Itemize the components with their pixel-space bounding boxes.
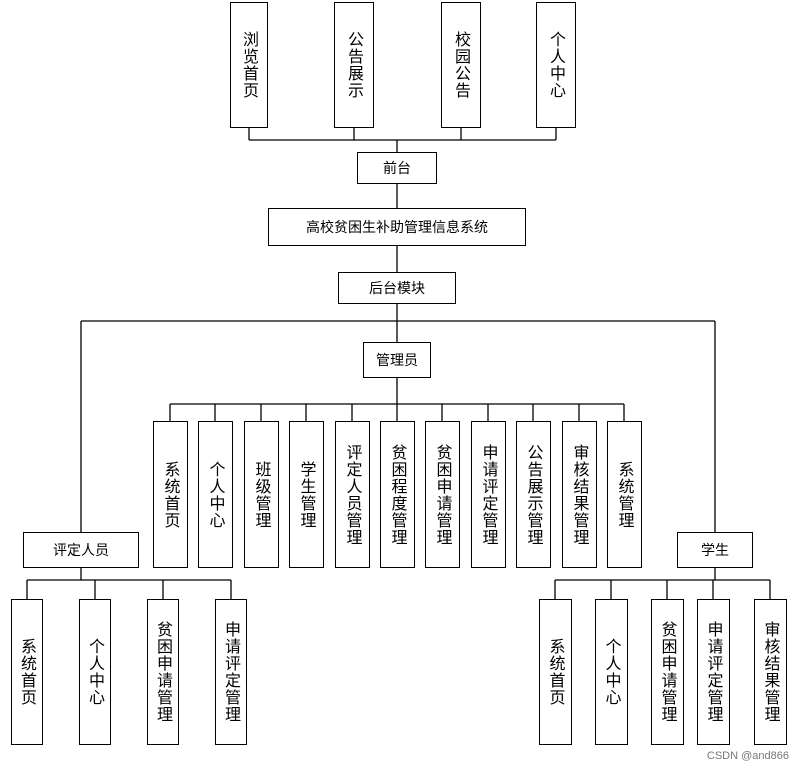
- front-item-personal-center: 个人中心: [536, 2, 576, 128]
- watermark: CSDN @and866: [706, 750, 789, 762]
- admin-item-poverty-level-management: 贫困程度管理: [380, 421, 415, 568]
- student-item-poverty-application-management: 贫困申请管理: [651, 599, 684, 745]
- evaluator-node: 评定人员: [23, 532, 139, 568]
- admin-item-notice-display-management: 公告展示管理: [516, 421, 551, 568]
- student-item-application-evaluation-management: 申请评定管理: [697, 599, 730, 745]
- front-item-browse-home: 浏览首页: [230, 2, 268, 128]
- admin-item-student-management: 学生管理: [289, 421, 324, 568]
- student-item-personal-center: 个人中心: [595, 599, 628, 745]
- admin-item-system-management: 系统管理: [607, 421, 642, 568]
- admin-node: 管理员: [363, 342, 431, 378]
- front-item-notice-display: 公告展示: [334, 2, 374, 128]
- admin-item-system-home: 系统首页: [153, 421, 188, 568]
- evaluator-item-application-evaluation-management: 申请评定管理: [215, 599, 247, 745]
- admin-item-evaluator-management: 评定人员管理: [335, 421, 370, 568]
- backend-node: 后台模块: [338, 272, 456, 304]
- admin-item-class-management: 班级管理: [244, 421, 279, 568]
- student-item-review-result-management: 审核结果管理: [754, 599, 787, 745]
- admin-item-review-result-management: 审核结果管理: [562, 421, 597, 568]
- student-item-system-home: 系统首页: [539, 599, 572, 745]
- front-item-campus-notice: 校园公告: [441, 2, 481, 128]
- evaluator-item-personal-center: 个人中心: [79, 599, 111, 745]
- evaluator-item-system-home: 系统首页: [11, 599, 43, 745]
- student-node: 学生: [677, 532, 753, 568]
- admin-item-personal-center: 个人中心: [198, 421, 233, 568]
- admin-item-application-evaluation-management: 申请评定管理: [471, 421, 506, 568]
- admin-item-poverty-application-management: 贫困申请管理: [425, 421, 460, 568]
- evaluator-item-poverty-application-management: 贫困申请管理: [147, 599, 179, 745]
- system-node: 高校贫困生补助管理信息系统: [268, 208, 526, 246]
- front-node: 前台: [357, 152, 437, 184]
